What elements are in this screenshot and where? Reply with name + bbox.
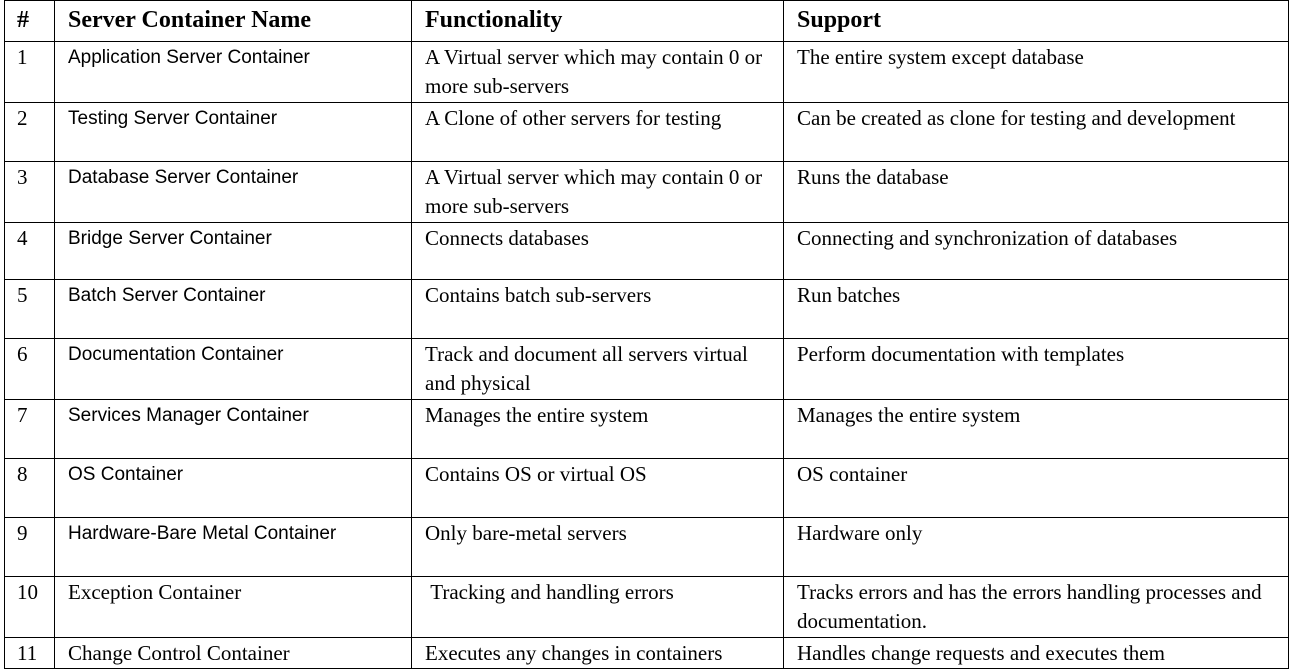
row-number: 7: [4, 399, 55, 459]
container-name: OS Container: [54, 458, 412, 518]
table-row: 1 Application Server Container A Virtual…: [4, 41, 1289, 103]
table-row: 8 OS Container Contains OS or virtual OS…: [4, 458, 1289, 518]
row-number: 9: [4, 517, 55, 577]
row-number: 2: [4, 102, 55, 162]
header-support: Support: [783, 0, 1289, 42]
row-number: 11: [4, 637, 55, 669]
table-row: 10 Exception Container Tracking and hand…: [4, 576, 1289, 638]
support-cell: Connecting and synchronization of databa…: [783, 222, 1289, 280]
container-name: Hardware-Bare Metal Container: [54, 517, 412, 577]
container-name: Bridge Server Container: [54, 222, 412, 280]
table-row: 5 Batch Server Container Contains batch …: [4, 279, 1289, 339]
support-cell: Handles change requests and executes the…: [783, 637, 1289, 669]
container-name: Exception Container: [54, 576, 412, 638]
table-row: 4 Bridge Server Container Connects datab…: [4, 222, 1289, 280]
functionality-cell: Contains batch sub-servers: [411, 279, 784, 339]
functionality-cell: A Virtual server which may contain 0 or …: [411, 41, 784, 103]
table-row: 6 Documentation Container Track and docu…: [4, 338, 1289, 400]
header-number: #: [4, 0, 55, 42]
functionality-cell: Manages the entire system: [411, 399, 784, 459]
functionality-cell: A Clone of other servers for testing: [411, 102, 784, 162]
row-number: 10: [4, 576, 55, 638]
row-number: 8: [4, 458, 55, 518]
support-cell: Run batches: [783, 279, 1289, 339]
row-number: 5: [4, 279, 55, 339]
container-name: Testing Server Container: [54, 102, 412, 162]
functionality-cell: Track and document all servers virtual a…: [411, 338, 784, 400]
functionality-cell: Contains OS or virtual OS: [411, 458, 784, 518]
table-header-row: # Server Container Name Functionality Su…: [4, 0, 1289, 42]
container-name: Services Manager Container: [54, 399, 412, 459]
functionality-cell: Only bare-metal servers: [411, 517, 784, 577]
table-row: 7 Services Manager Container Manages the…: [4, 399, 1289, 459]
header-server-container-name: Server Container Name: [54, 0, 412, 42]
support-cell: Can be created as clone for testing and …: [783, 102, 1289, 162]
container-name: Database Server Container: [54, 161, 412, 223]
support-cell: OS container: [783, 458, 1289, 518]
support-cell: Manages the entire system: [783, 399, 1289, 459]
table-row: 9 Hardware-Bare Metal Container Only bar…: [4, 517, 1289, 577]
container-name: Documentation Container: [54, 338, 412, 400]
container-name: Application Server Container: [54, 41, 412, 103]
functionality-cell: Connects databases: [411, 222, 784, 280]
support-cell: The entire system except database: [783, 41, 1289, 103]
row-number: 1: [4, 41, 55, 103]
functionality-cell: Executes any changes in containers: [411, 637, 784, 669]
header-functionality: Functionality: [411, 0, 784, 42]
support-cell: Tracks errors and has the errors handlin…: [783, 576, 1289, 638]
functionality-cell: Tracking and handling errors: [411, 576, 784, 638]
table-row: 2 Testing Server Container A Clone of ot…: [4, 102, 1289, 162]
table-row: 3 Database Server Container A Virtual se…: [4, 161, 1289, 223]
table-row: 11 Change Control Container Executes any…: [4, 637, 1289, 669]
row-number: 6: [4, 338, 55, 400]
functionality-cell: A Virtual server which may contain 0 or …: [411, 161, 784, 223]
container-name: Batch Server Container: [54, 279, 412, 339]
server-container-table: # Server Container Name Functionality Su…: [4, 0, 1289, 669]
support-cell: Runs the database: [783, 161, 1289, 223]
row-number: 3: [4, 161, 55, 223]
container-name: Change Control Container: [54, 637, 412, 669]
support-cell: Hardware only: [783, 517, 1289, 577]
row-number: 4: [4, 222, 55, 280]
support-cell: Perform documentation with templates: [783, 338, 1289, 400]
